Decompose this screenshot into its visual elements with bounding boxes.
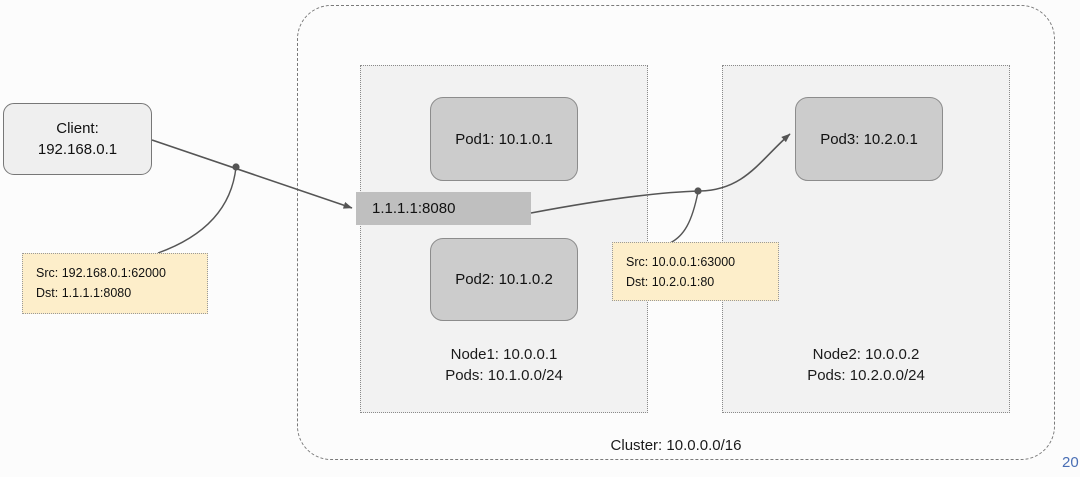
node2-caption-line1: Node2: 10.0.0.2 [812,346,920,363]
callout-note-client-to-service: Src: 192.168.0.1:62000 Dst: 1.1.1.1:8080 [22,253,208,314]
service-vip-bar: 1.1.1.1:8080 [356,192,531,225]
leader-client-note [157,166,237,254]
node1-caption: Node1: 10.0.0.1 Pods: 10.1.0.0/24 [361,344,647,386]
pod-box-pod1: Pod1: 10.1.0.1 [430,97,578,181]
callout-note-node-to-pod3: Src: 10.0.0.1:63000 Dst: 10.2.0.1:80 [612,242,779,301]
node2-caption: Node2: 10.0.0.2 Pods: 10.2.0.0/24 [723,344,1009,386]
node2-caption-line2: Pods: 10.2.0.0/24 [807,367,925,384]
corner-watermark: 20 [1062,454,1079,471]
note1-dst: Dst: 1.1.1.1:8080 [36,286,132,300]
note1-src: Src: 192.168.0.1:62000 [36,266,166,280]
cluster-label: Cluster: 10.0.0.0/16 [610,437,742,454]
client-label-line2: 192.168.0.1 [37,141,118,158]
note2-src: Src: 10.0.0.1:63000 [626,255,736,269]
pod-box-pod2: Pod2: 10.1.0.2 [430,238,578,321]
pod-box-pod3: Pod3: 10.2.0.1 [795,97,943,181]
junction-dot-client-wire [232,163,240,171]
note2-dst: Dst: 10.2.0.1:80 [626,275,715,289]
client-box: Client: 192.168.0.1 [3,103,152,175]
cluster-boundary [297,5,1055,460]
client-label-line1: Client: [56,120,99,137]
node1-caption-line1: Node1: 10.0.0.1 [450,346,558,363]
node1-caption-line2: Pods: 10.1.0.0/24 [445,367,563,384]
